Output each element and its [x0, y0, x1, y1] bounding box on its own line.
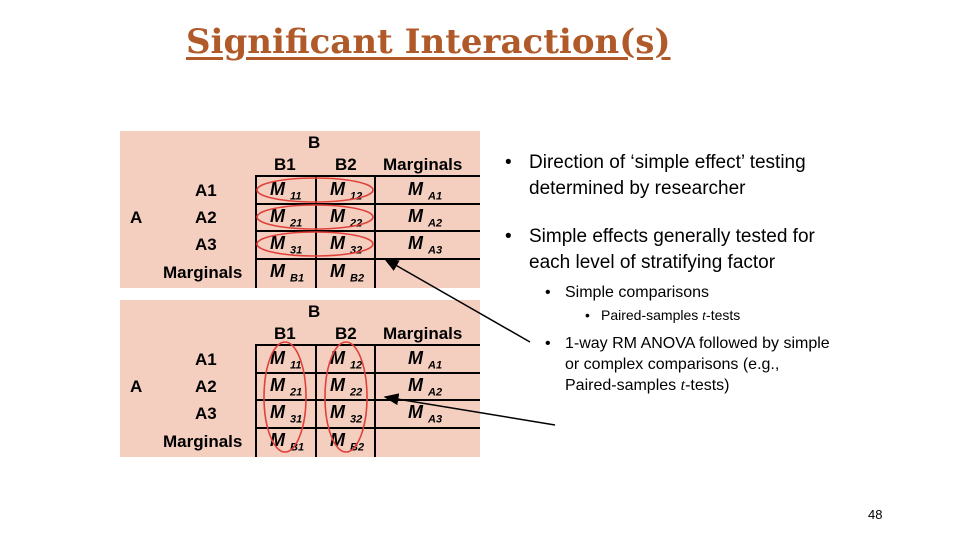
col-header-marginals: Marginals [383, 324, 463, 343]
row-ellipse-a3 [256, 231, 374, 257]
row-header-a3: A3 [195, 235, 217, 254]
bullet-rm-anova: 1-way RM ANOVA followed by simple or com… [545, 333, 835, 396]
mean-a1: M A1 [408, 348, 443, 372]
col-header-b2: B2 [335, 324, 357, 343]
row-header-a1: A1 [195, 350, 217, 369]
mean-b2: M B2 [330, 430, 365, 454]
col-header-b2: B2 [335, 155, 357, 174]
mean-b1: M B1 [270, 261, 305, 285]
grid-line [255, 175, 480, 177]
row-header-a1: A1 [195, 181, 217, 200]
mean-a3: M A3 [408, 402, 443, 426]
bullet-simple-effects: Simple effects generally tested for each… [505, 224, 835, 276]
arrow-to-bottom-table [383, 393, 556, 426]
factor-a-label: A [130, 208, 143, 227]
col-header-b1: B1 [274, 155, 296, 174]
grid-line [255, 203, 480, 205]
row-header-a2: A2 [195, 377, 217, 396]
mean-a2: M A2 [408, 375, 443, 399]
mean-21: M 21 [270, 206, 303, 230]
bullet-paired-samples: Paired-samples t-tests [585, 305, 835, 327]
mean-b2: M B2 [330, 261, 365, 285]
grid-line [255, 258, 480, 260]
mean-21: M 21 [270, 375, 303, 399]
arrow-to-top-table [383, 258, 531, 343]
mean-a2: M A2 [408, 206, 443, 230]
row-header-a2: A2 [195, 208, 217, 227]
bullet-simple-comparisons: Simple comparisons [545, 282, 835, 303]
bullet-list: Direction of ‘simple effect’ testing det… [505, 150, 835, 396]
row-ellipse-a1 [256, 177, 374, 203]
grid-line [255, 230, 480, 232]
grid-line [255, 427, 480, 429]
table-bottom: B B1 B2 Marginals A A1 A2 A3 Marginals M… [120, 300, 480, 457]
bullet-direction: Direction of ‘simple effect’ testing det… [505, 150, 835, 202]
row-ellipse-a2 [256, 204, 374, 230]
table-top: B B1 B2 Marginals A A1 A2 A3 Marginals M… [120, 131, 480, 288]
row-header-a3: A3 [195, 404, 217, 423]
mean-12: M 12 [330, 179, 363, 203]
grid-line [255, 372, 480, 374]
row-header-marginals: Marginals [163, 263, 243, 282]
mean-a3: M A3 [408, 233, 443, 257]
row-header-marginals: Marginals [163, 432, 243, 451]
mean-31: M 31 [270, 402, 303, 426]
slide-title: Significant Interaction(s) [186, 22, 671, 62]
factor-a-label: A [130, 377, 143, 396]
mean-11: M 11 [270, 348, 302, 372]
col-ellipse-b1 [263, 341, 307, 453]
factor-b-label: B [308, 133, 321, 152]
mean-31: M 31 [270, 233, 303, 257]
mean-32: M 32 [330, 402, 363, 426]
col-header-b1: B1 [274, 324, 296, 343]
mean-a1: M A1 [408, 179, 443, 203]
mean-11: M 11 [270, 179, 302, 203]
col-header-marginals: Marginals [383, 155, 463, 174]
page-number: 48 [868, 507, 883, 522]
grid-line [255, 344, 480, 346]
col-ellipse-b2 [324, 341, 368, 453]
factor-b-label: B [308, 302, 321, 321]
mean-22: M 22 [330, 375, 363, 399]
